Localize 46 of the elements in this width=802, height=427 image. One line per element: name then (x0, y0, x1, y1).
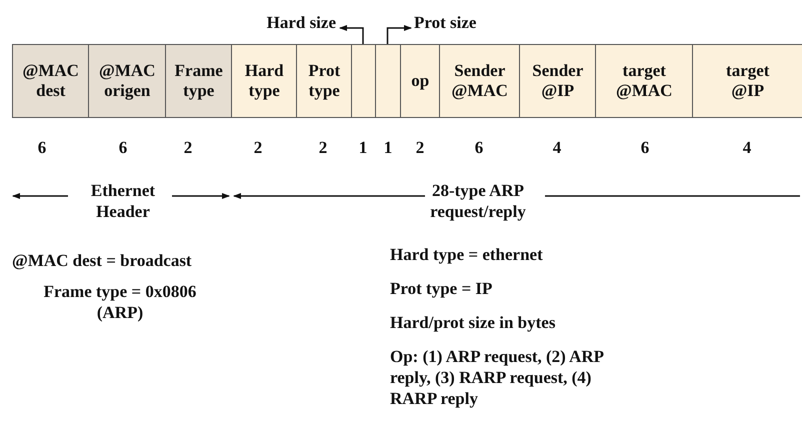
byte-count: 6 (118, 137, 128, 158)
byte-count: 1 (358, 137, 368, 158)
byte-count: 1 (382, 137, 394, 158)
note: Hard type = ethernet (390, 244, 544, 265)
field-name: Frame type (174, 61, 224, 101)
byte-count: 6 (36, 137, 48, 158)
byte-count: 6 (474, 137, 484, 158)
byte-count: 2 (182, 137, 194, 158)
span-label: 28-type ARP request/reply (429, 180, 527, 222)
note: Frame type = 0x0806 (ARP) (42, 281, 198, 323)
ethernet-header-field (88, 44, 166, 118)
note: Hard/prot size in bytes (390, 312, 556, 333)
field-name: op (411, 71, 430, 91)
field-name: @MAC dest (22, 61, 80, 101)
byte-count: 2 (414, 137, 426, 158)
note: Op: (1) ARP request, (2) ARP reply, (3) RARP request, (4) RARP reply (390, 346, 604, 409)
note: @MAC dest = broadcast (12, 250, 193, 271)
arp-field (439, 44, 520, 118)
field-name: Sender @IP (531, 61, 584, 101)
field-name: target @IP (725, 61, 770, 101)
byte-count: 4 (552, 137, 562, 158)
field-name: @MAC origen (98, 61, 156, 101)
arp-field (400, 44, 440, 118)
arp-field (231, 44, 298, 118)
arp-field (375, 44, 402, 118)
leader-arrow (386, 25, 412, 44)
field-annotation: Hard size (258, 12, 336, 33)
field-name: Hard type (244, 61, 285, 101)
leader-arrow (339, 25, 364, 44)
byte-count: 2 (252, 137, 264, 158)
arp-field (519, 44, 596, 118)
span-label: Ethernet Header (90, 180, 156, 222)
field-name: Prot type (307, 61, 342, 101)
ethernet-header-field (12, 44, 90, 118)
byte-count: 2 (318, 137, 328, 158)
arp-field (692, 44, 802, 118)
ethernet-header-field (165, 44, 232, 118)
field-name: Sender @MAC (450, 61, 509, 101)
note: Prot type = IP (390, 278, 494, 299)
arp-field (351, 44, 376, 118)
field-annotation: Prot size (414, 12, 494, 33)
field-name: target @MAC (615, 61, 674, 101)
arp-field (296, 44, 352, 118)
byte-count: 4 (742, 137, 752, 158)
arp-field (595, 44, 694, 118)
byte-count: 6 (640, 137, 650, 158)
